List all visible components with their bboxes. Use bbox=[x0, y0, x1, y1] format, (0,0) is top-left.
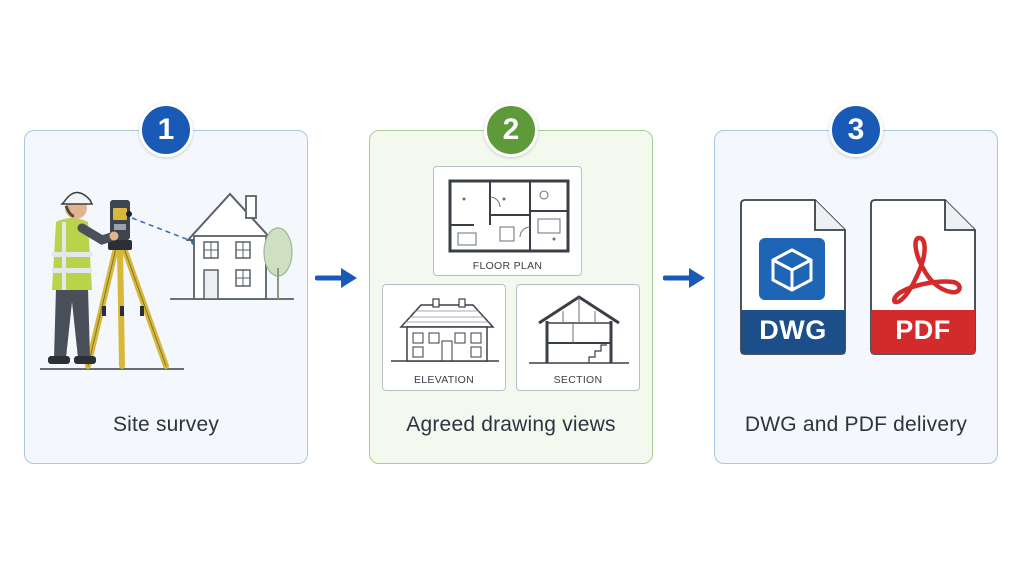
section-view: SECTION bbox=[516, 284, 640, 391]
pdf-file-icon: PDF bbox=[869, 198, 977, 356]
dwg-file-icon: DWG bbox=[739, 198, 847, 356]
arrow-right-icon bbox=[315, 268, 357, 288]
step-caption: Agreed drawing views bbox=[406, 413, 616, 436]
step-number-badge: 3 bbox=[829, 103, 883, 157]
arrow-right-icon bbox=[663, 268, 705, 288]
surveyor-illustration bbox=[40, 191, 294, 370]
section-drawing bbox=[529, 295, 629, 364]
step-caption: DWG and PDF delivery bbox=[744, 413, 968, 436]
step-number-badge: 1 bbox=[139, 103, 193, 157]
dwg-label: DWG bbox=[759, 315, 827, 345]
house-illustration bbox=[170, 192, 294, 300]
pdf-label: PDF bbox=[895, 315, 951, 345]
floor-plan-view: FLOOR PLAN bbox=[433, 166, 582, 276]
elevation-view: ELEVATION bbox=[382, 284, 506, 391]
step-caption: Site survey bbox=[112, 413, 220, 436]
elevation-drawing bbox=[391, 298, 499, 362]
view-label: FLOOR PLAN bbox=[472, 260, 543, 272]
view-label: SECTION bbox=[553, 374, 603, 386]
floor-plan-drawing bbox=[448, 179, 570, 253]
step-number-badge: 2 bbox=[484, 103, 538, 157]
view-label: ELEVATION bbox=[413, 374, 475, 386]
